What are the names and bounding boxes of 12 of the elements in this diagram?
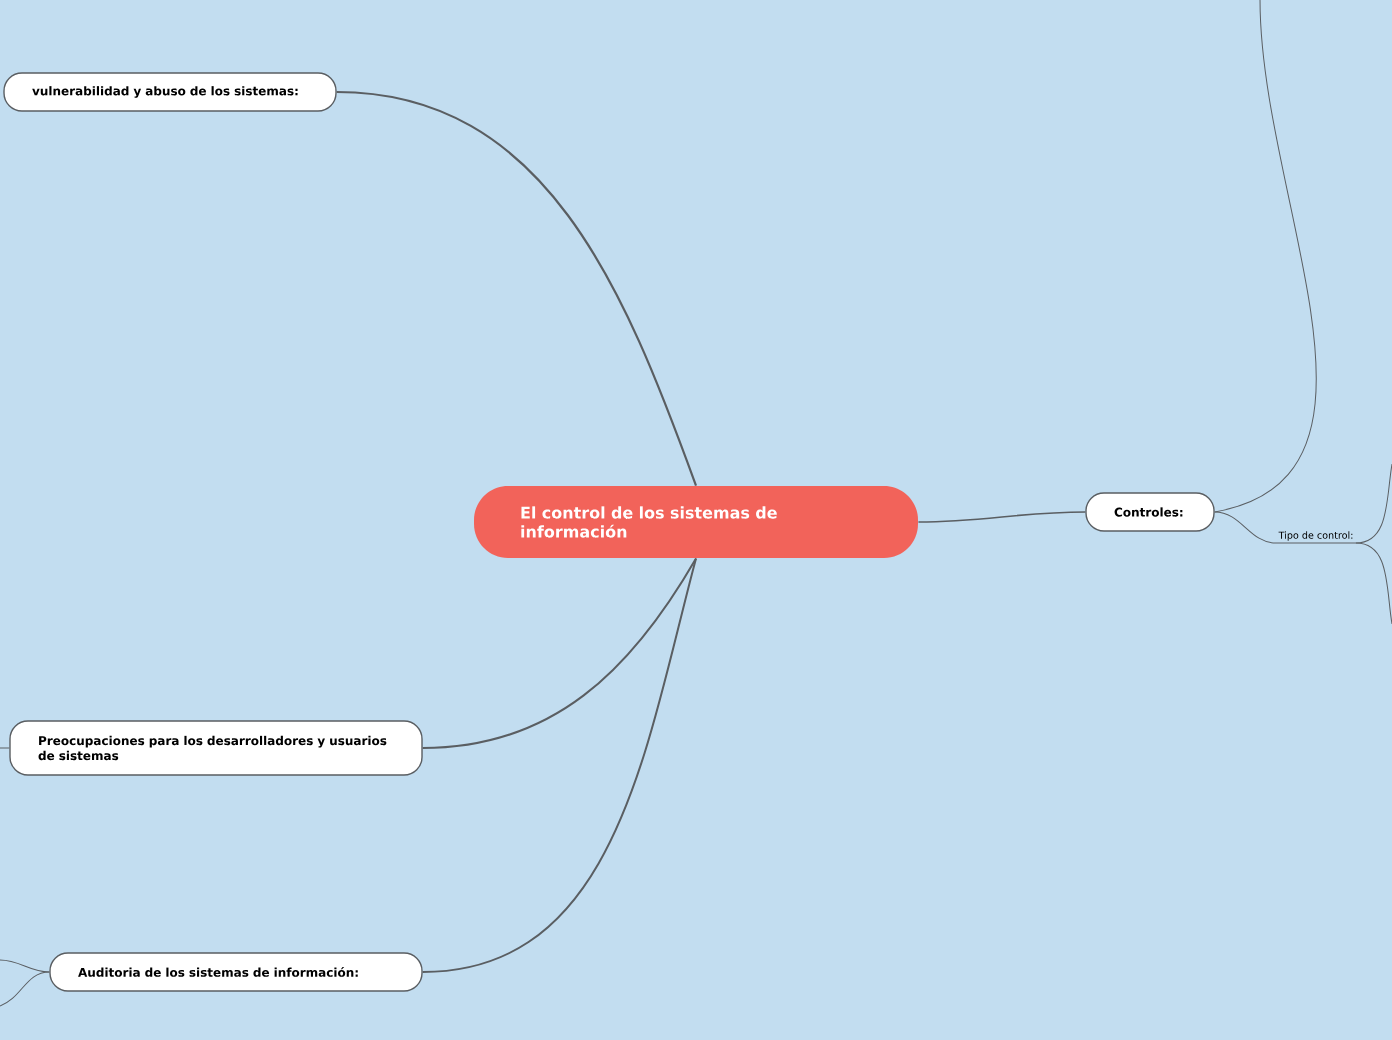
connector-line (1214, 0, 1317, 513)
connector-line (0, 959, 50, 973)
connector-line (0, 971, 50, 1007)
connector-line (1355, 463, 1392, 544)
central-topic-box: El control de los sistemas de información (474, 486, 918, 558)
connector-line (917, 511, 1087, 523)
connector-line (421, 557, 697, 973)
connector-line (0, 747, 10, 749)
connector-line (336, 90, 698, 486)
connector-line (421, 557, 697, 749)
connector-line (1214, 511, 1357, 544)
connector-line (1355, 542, 1392, 625)
